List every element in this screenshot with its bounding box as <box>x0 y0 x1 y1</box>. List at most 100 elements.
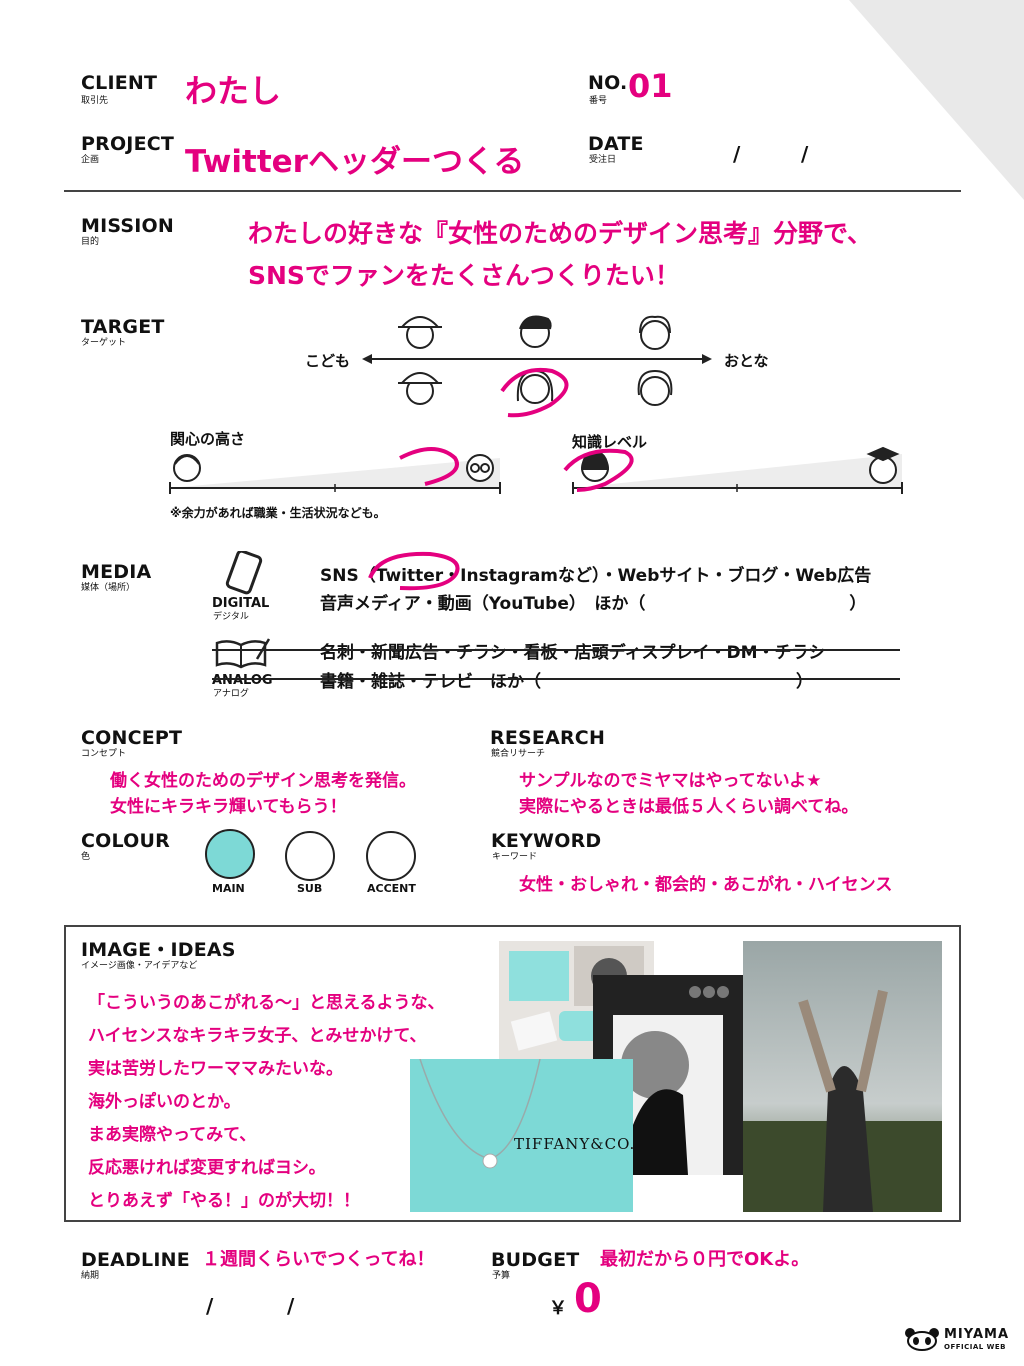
interest-label: 関心の高さ <box>170 430 246 448</box>
arrow-left-icon <box>362 354 372 364</box>
scale-right-label: おとな <box>724 352 769 370</box>
analog-sub: アナログ <box>213 689 249 699</box>
age-scale <box>362 315 712 418</box>
no-value: 01 <box>628 67 673 105</box>
research-line-2: 実際にやるときは最低５人くらい調べてね。 <box>519 797 859 817</box>
graduate-face-icon <box>866 446 900 484</box>
budget-sub: 予算 <box>492 1271 511 1281</box>
child-hat-face-icon <box>398 316 442 349</box>
project-sub: 企画 <box>81 155 100 165</box>
deadline-sub: 納期 <box>81 1271 100 1281</box>
target-label: TARGET <box>81 316 165 338</box>
knowledge-wedge <box>573 454 902 488</box>
selection-circle-icon <box>500 368 569 418</box>
research-sub: 競合リサーチ <box>491 749 546 759</box>
interest-wedge <box>170 458 500 488</box>
idea-line: 海外っぽいのとか。 <box>88 1092 241 1112</box>
keyword-value: 女性・おしゃれ・都会的・あこがれ・ハイセンス <box>519 875 893 895</box>
main-colour-swatch <box>205 829 255 879</box>
accent-colour-swatch <box>366 831 416 881</box>
date-sub: 受注日 <box>589 155 617 165</box>
idea-line: 「こういうのあこがれる〜」と思えるような、 <box>88 993 445 1013</box>
open-book-icon <box>215 638 271 669</box>
grandma-face-icon <box>637 369 673 406</box>
knowledge-label: 知識レベル <box>572 433 648 451</box>
mission-line-1: わたしの好きな『女性のためのデザイン思考』分野で、 <box>248 219 873 248</box>
research-line-1: サンプルなのでミヤマはやってないよ★ <box>519 771 822 791</box>
high-interest-face-icon <box>466 454 494 482</box>
budget-value: 最初だから０円でOKよ。 <box>600 1249 810 1270</box>
elder-face-icon <box>639 315 671 350</box>
deadline-label: DEADLINE <box>81 1249 190 1271</box>
tiffany-brand-text: TIFFANY&CO. <box>514 1135 636 1153</box>
field-woman-photo <box>743 941 942 1212</box>
strikethrough-line <box>212 649 900 651</box>
digital-sub: デジタル <box>213 612 249 622</box>
brand-name: MIYAMA <box>944 1327 1010 1342</box>
idea-line: とりあえず「やる！」のが大切！！ <box>88 1191 360 1211</box>
currency-symbol: ￥ <box>549 1298 567 1319</box>
client-label: CLIENT <box>81 72 158 94</box>
mission-sub: 目的 <box>81 237 100 247</box>
corner-decoration <box>849 0 1024 200</box>
deadline-slash: / <box>206 1294 214 1318</box>
media-sub: 媒体（場所） <box>81 583 136 593</box>
client-value: わたし <box>185 72 282 110</box>
no-label: NO. <box>588 72 628 94</box>
smartphone-icon <box>225 551 263 595</box>
analog-media-line-1: 名刺・新聞広告・チラシ・看板・店頭ディスプレイ・DM・チラシ <box>320 643 826 663</box>
no-sub: 番号 <box>589 96 608 106</box>
mission-label: MISSION <box>81 215 175 237</box>
keyword-label: KEYWORD <box>491 830 602 852</box>
girl-hat-face-icon <box>398 372 442 405</box>
accent-colour-label: ACCENT <box>367 882 416 895</box>
image-ideas-frame <box>64 925 961 1222</box>
concept-sub: コンセプト <box>81 749 127 759</box>
deadline-slash: / <box>287 1294 295 1318</box>
idea-line: 実は苦労したワーママみたいな。 <box>88 1059 343 1079</box>
date-slash: / <box>801 142 809 166</box>
sub-colour-label: SUB <box>297 882 323 895</box>
woman-face-icon <box>516 369 554 404</box>
project-value: Twitterヘッダーつくる <box>185 144 525 180</box>
main-colour-label: MAIN <box>212 882 245 895</box>
beginner-face-icon <box>581 450 609 482</box>
idea-line: 反応悪ければ変更すればヨシ。 <box>88 1158 326 1178</box>
target-sub: ターゲット <box>81 338 127 348</box>
deadline-value: １週間くらいでつくってね！ <box>202 1249 435 1270</box>
budget-amount: 0 <box>574 1276 602 1322</box>
image-ideas-sub: イメージ画像・アイデアなど <box>81 961 198 971</box>
strikethrough-line <box>212 678 900 680</box>
concept-line-2: 女性にキラキラ輝いてもらう！ <box>110 797 347 817</box>
level-scales <box>169 446 903 494</box>
brand-sub: OFFICIAL WEB <box>944 1343 1007 1351</box>
analog-media-line-2: 書籍・雑誌・テレビ ほか（ ） <box>320 672 813 692</box>
panda-logo-icon <box>905 1328 939 1351</box>
mission-line-2: SNSでファンをたくさんつくりたい！ <box>248 261 680 290</box>
divider <box>64 190 961 192</box>
digital-label: DIGITAL <box>212 596 270 611</box>
date-label: DATE <box>588 133 644 155</box>
idea-line: まあ実際やってみて、 <box>88 1125 257 1145</box>
concept-line-1: 働く女性のためのデザイン思考を発信。 <box>110 771 416 791</box>
adult-face-icon <box>519 315 552 348</box>
knowledge-mark-icon <box>563 448 634 492</box>
concept-label: CONCEPT <box>81 727 183 749</box>
arrow-right-icon <box>702 354 712 364</box>
low-interest-face-icon <box>173 454 201 482</box>
analog-label: ANALOG <box>212 673 273 688</box>
media-label: MEDIA <box>81 561 152 583</box>
colour-sub: 色 <box>81 852 91 862</box>
target-note: ※余力があれば職業・生活状況なども。 <box>170 506 386 520</box>
twitter-selection-icon <box>368 551 460 591</box>
date-slash: / <box>733 142 741 166</box>
client-sub: 取引先 <box>81 96 109 106</box>
budget-label: BUDGET <box>491 1249 580 1271</box>
scale-left-label: こども <box>305 352 351 370</box>
idea-line: ハイセンスなキラキラ女子、とみせかけて、 <box>88 1026 427 1046</box>
research-label: RESEARCH <box>490 727 606 749</box>
tiffany-necklace-photo <box>410 1059 633 1212</box>
image-ideas-label: IMAGE・IDEAS <box>81 939 236 961</box>
sub-colour-swatch <box>285 831 335 881</box>
colour-label: COLOUR <box>81 830 170 852</box>
